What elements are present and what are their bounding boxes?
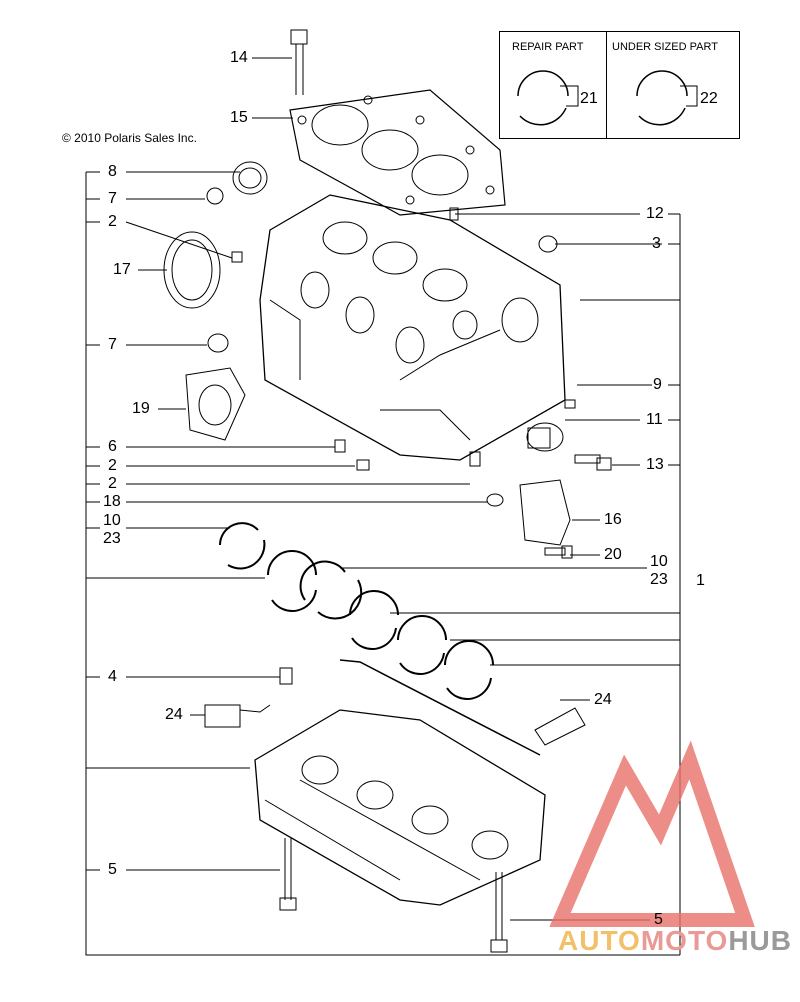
watermark-hub: HUB (728, 925, 792, 956)
watermark-moto: MOTO (640, 925, 729, 956)
left-bracket (85, 172, 680, 956)
callout-20: 20 (604, 546, 622, 563)
callout-2: 2 (108, 457, 117, 474)
callout-8: 8 (108, 163, 117, 180)
legend-repair-part-label: REPAIR PART (512, 41, 584, 53)
watermark-auto: AUTO (558, 925, 641, 956)
callout-10: 10 (650, 553, 668, 570)
callout-5: 5 (108, 861, 117, 878)
callout-18: 18 (103, 493, 121, 510)
callout-7: 7 (108, 190, 117, 207)
callout-13: 13 (646, 456, 664, 473)
callout-1: 1 (696, 572, 705, 589)
callout-9: 9 (653, 376, 662, 393)
legend-repair-number: 21 (580, 90, 598, 107)
callout-11: 11 (646, 411, 663, 428)
callout-23: 23 (650, 571, 668, 588)
callout-24: 24 (594, 691, 612, 708)
callout-2: 2 (108, 475, 117, 492)
callout-16: 16 (604, 511, 622, 528)
callout-5: 5 (654, 911, 663, 928)
callout-12: 12 (646, 205, 664, 222)
legend-box (499, 31, 740, 139)
callout-10: 10 (103, 512, 121, 529)
callout-15: 15 (230, 109, 248, 126)
callout-17: 17 (113, 261, 131, 278)
legend-under-sized-number: 22 (700, 90, 718, 107)
callout-14: 14 (230, 49, 248, 66)
legend-under-sized-part-label: UNDER SIZED PART (612, 41, 718, 53)
watermark-logo (549, 740, 755, 927)
watermark-text: AUTOMOTOHUB (558, 925, 792, 957)
callout-7: 7 (108, 336, 117, 353)
crankcase-lower (254, 709, 546, 906)
callout-23: 23 (103, 530, 121, 547)
callout-2: 2 (108, 213, 117, 230)
copyright-text: © 2010 Polaris Sales Inc. (62, 131, 197, 145)
engine-block (259, 194, 566, 461)
callout-3: 3 (652, 235, 661, 252)
callout-6: 6 (108, 438, 117, 455)
legend-divider (606, 31, 608, 139)
callout-4: 4 (108, 668, 117, 685)
callout-24: 24 (165, 706, 183, 723)
callout-19: 19 (132, 400, 150, 417)
head-gasket (289, 89, 506, 216)
